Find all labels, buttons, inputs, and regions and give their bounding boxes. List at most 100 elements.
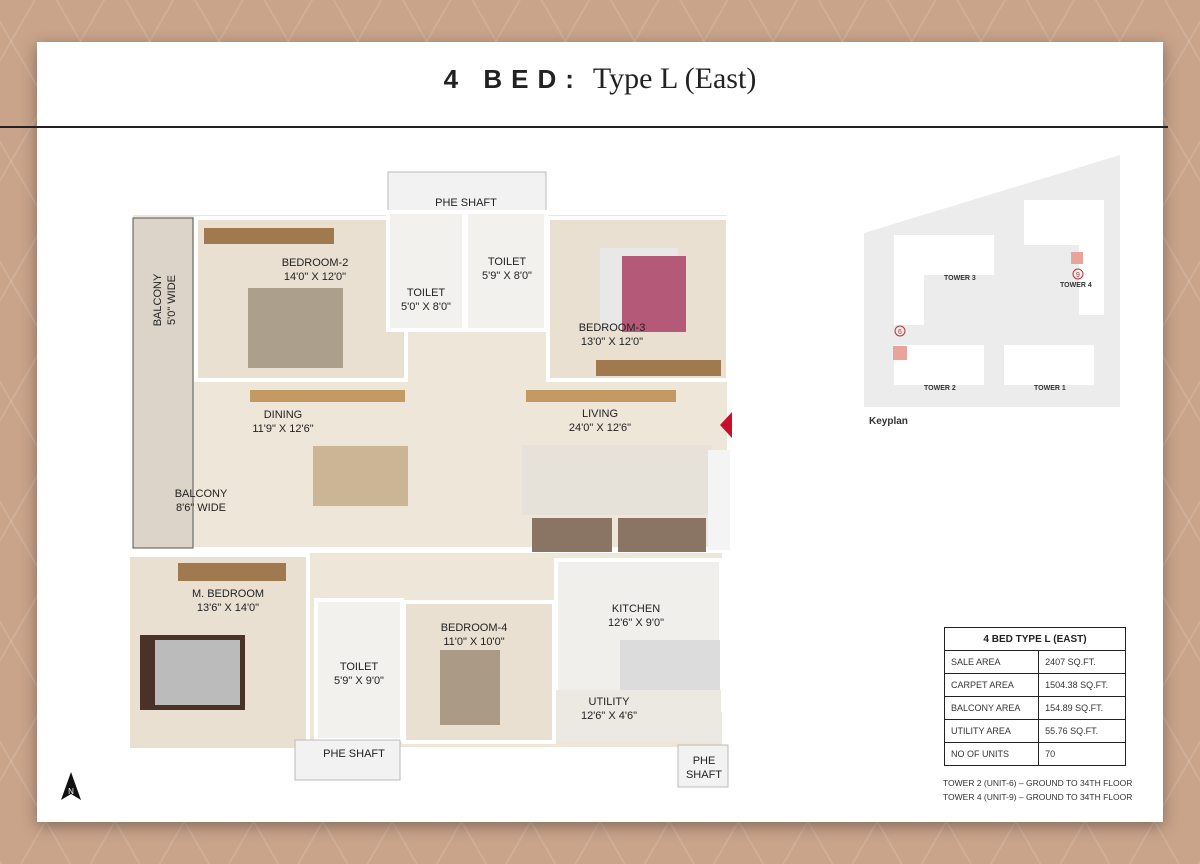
room-name: PHE SHAFT xyxy=(323,748,385,760)
room-label: PHE SHAFT xyxy=(686,754,722,782)
dining-table xyxy=(313,446,408,506)
room-dimension: 24'0" X 12'6" xyxy=(568,422,632,434)
room-dimension: 5'0" WIDE xyxy=(166,274,178,326)
tower-2-label: TOWER 2 xyxy=(924,385,956,392)
room-label: BEDROOM-2 14'0" X 12'0" xyxy=(282,256,349,284)
sofa-1 xyxy=(532,518,612,552)
master-bed-cover xyxy=(155,640,240,705)
room-name: TOILET xyxy=(339,661,379,673)
room-name: PHE SHAFT xyxy=(435,197,497,209)
sofa-2 xyxy=(618,518,706,552)
room-label: BEDROOM-4 11'0" X 10'0" xyxy=(441,621,508,649)
row-label: BALCONY AREA xyxy=(943,696,1040,720)
room-dimension: SHAFT xyxy=(685,769,723,781)
room-name: BALCONY xyxy=(152,273,164,327)
tower-3-label: TOWER 3 xyxy=(944,275,976,282)
room-dimension: 5'9" X 8'0" xyxy=(482,270,532,282)
row-value: 154.89 SQ.FT. xyxy=(1038,696,1126,720)
room-dimension: 11'0" X 10'0" xyxy=(443,636,505,648)
unit-6-highlight xyxy=(893,346,907,360)
room-dimension: 12'6" X 4'6" xyxy=(580,710,638,722)
room-name: KITCHEN xyxy=(611,603,661,615)
phe-shaft-bottom xyxy=(294,739,401,781)
room-name: UTILITY xyxy=(588,696,630,708)
entry-marker xyxy=(720,412,732,438)
utility xyxy=(556,690,721,742)
room-dimension: 5'0" X 8'0" xyxy=(401,301,451,313)
room-label: UTILITY 12'6" X 4'6" xyxy=(581,695,637,723)
room-label: BEDROOM-3 13'0" X 12'0" xyxy=(579,321,646,349)
keyplan-map: 9 6 TOWER 3 TOWER 4 TOWER 2 TOWER 1 xyxy=(864,155,1120,407)
room-name: BEDROOM-2 xyxy=(281,257,349,269)
room-label: KITCHEN 12'6" X 9'0" xyxy=(608,602,664,630)
room-name: TOILET xyxy=(406,287,446,299)
site-map: 9 6 xyxy=(864,155,1120,407)
tv-unit xyxy=(526,390,676,402)
living-window xyxy=(708,450,730,550)
room-name: BEDROOM-3 xyxy=(578,322,646,334)
room-label: M. BEDROOM 13'6" X 14'0" xyxy=(192,587,264,615)
console xyxy=(250,390,405,402)
room-name: LIVING xyxy=(581,408,619,420)
row-label: NO OF UNITS xyxy=(943,742,1040,766)
tower-4-label: TOWER 4 xyxy=(1060,282,1092,289)
page-title: 4 BED: Type L (East) xyxy=(0,62,1200,96)
bed-2 xyxy=(248,288,343,368)
title-divider xyxy=(0,126,1168,128)
room-dimension: 14'0" X 12'0" xyxy=(283,271,347,283)
row-label: UTILITY AREA xyxy=(943,719,1040,743)
wardrobe-2 xyxy=(204,228,334,244)
row-value: 55.76 SQ.FT. xyxy=(1038,719,1126,743)
phe-shaft-top xyxy=(387,171,547,213)
north-compass: N xyxy=(60,770,82,807)
table-title: 4 BED TYPE L (EAST) xyxy=(944,627,1126,651)
compass-letter: N xyxy=(68,787,74,796)
room-name: BALCONY xyxy=(174,488,228,500)
room-label: PHE SHAFT xyxy=(435,196,497,210)
unit-type: Type L (East) xyxy=(592,62,757,95)
bed-4 xyxy=(440,650,500,725)
tower-1-label: TOWER 1 xyxy=(1034,385,1066,392)
room-label: LIVING 24'0" X 12'6" xyxy=(569,407,631,435)
unit-9-highlight xyxy=(1071,252,1083,264)
room-dimension: 5'9" X 9'0" xyxy=(334,675,384,687)
row-value: 2407 SQ.FT. xyxy=(1038,650,1126,674)
marker-9: 9 xyxy=(1076,272,1080,279)
row-value: 70 xyxy=(1038,742,1126,766)
bed-count: 4 BED: xyxy=(443,64,583,94)
room-name: TOILET xyxy=(487,256,527,268)
room-name: PHE xyxy=(692,755,716,767)
room-dimension: 12'6" X 9'0" xyxy=(607,617,665,629)
toilet-1 xyxy=(386,210,466,332)
room-label: TOILET 5'9" X 8'0" xyxy=(482,255,532,283)
room-dimension: 13'0" X 12'0" xyxy=(580,336,644,348)
room-name: M. BEDROOM xyxy=(191,588,265,600)
room-dimension: 11'9" X 12'6" xyxy=(252,423,314,435)
row-value: 1504.38 SQ.FT. xyxy=(1038,673,1126,697)
tower-note: TOWER 2 (UNIT-6) – GROUND TO 34TH FLOOR xyxy=(943,778,1133,788)
living-rug xyxy=(522,445,712,515)
bed-3-cover xyxy=(622,256,686,332)
row-label: CARPET AREA xyxy=(943,673,1040,697)
room-dimension: 8'6" WIDE xyxy=(175,502,227,514)
phe-shaft-right xyxy=(677,744,729,788)
room-dimension: 13'6" X 14'0" xyxy=(196,602,260,614)
row-label: SALE AREA xyxy=(943,650,1040,674)
balcony-left xyxy=(132,217,194,549)
marker-6: 6 xyxy=(898,329,902,336)
room-name: BEDROOM-4 xyxy=(440,622,508,634)
wardrobe-master xyxy=(178,563,286,581)
keyplan-title: Keyplan xyxy=(869,416,908,427)
room-label: TOILET 5'9" X 9'0" xyxy=(334,660,384,688)
room-label: TOILET 5'0" X 8'0" xyxy=(401,286,451,314)
wardrobe-3 xyxy=(596,360,721,376)
